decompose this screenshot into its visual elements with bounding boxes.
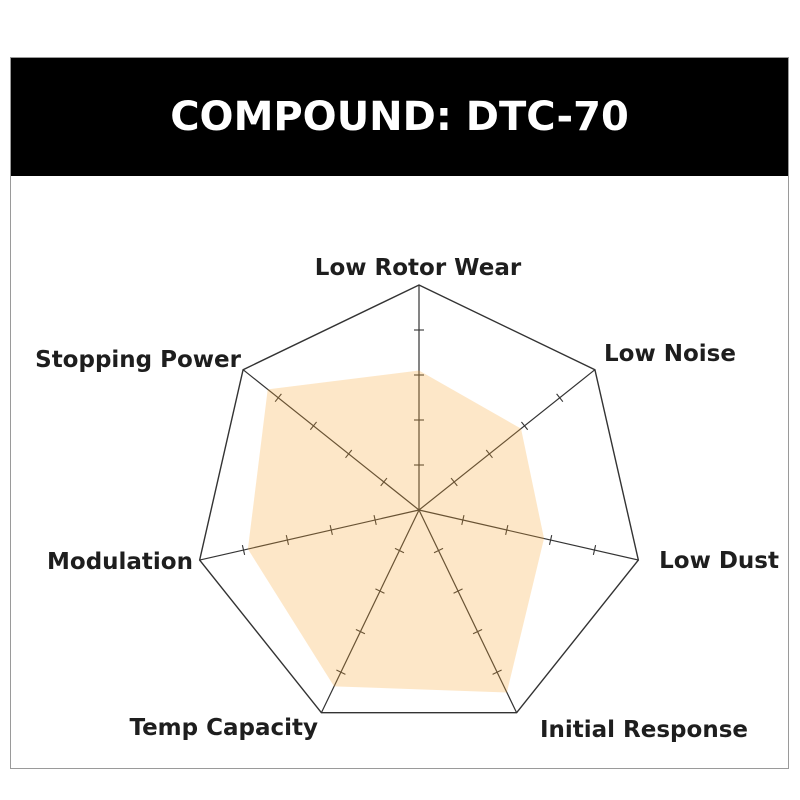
axis-line bbox=[242, 369, 420, 511]
radar-axes bbox=[199, 285, 639, 713]
axis-label-low-rotor-wear: Low Rotor Wear bbox=[315, 255, 522, 281]
axis-line bbox=[418, 509, 639, 561]
axis-tick bbox=[592, 545, 597, 556]
axis-tick bbox=[505, 525, 509, 536]
axis-label-modulation: Modulation bbox=[47, 549, 193, 575]
axis-tick bbox=[433, 547, 444, 554]
axis-label-low-dust: Low Dust bbox=[659, 548, 779, 574]
axis-line bbox=[418, 369, 596, 511]
axis-tick bbox=[394, 547, 405, 554]
radar-data-area bbox=[247, 370, 545, 693]
chart-header: COMPOUND: DTC-70 bbox=[11, 58, 788, 176]
axis-tick bbox=[492, 669, 502, 675]
axis-tick bbox=[329, 525, 333, 536]
axis-tick bbox=[461, 515, 465, 526]
radar-outer-heptagon bbox=[198, 284, 640, 714]
axis-tick bbox=[285, 535, 290, 546]
axis-tick bbox=[380, 477, 388, 487]
axis-line bbox=[199, 509, 420, 561]
axis-tick bbox=[309, 421, 318, 431]
axis-tick bbox=[375, 588, 385, 594]
axis-tick bbox=[345, 449, 353, 459]
chart-title: COMPOUND: DTC-70 bbox=[170, 94, 629, 140]
axis-label-low-noise: Low Noise bbox=[604, 341, 736, 367]
outer-heptagon bbox=[198, 284, 640, 714]
axis-tick bbox=[556, 393, 564, 403]
axis-label-initial-response: Initial Response bbox=[540, 717, 748, 743]
chart-card: COMPOUND: DTC-70 bbox=[10, 57, 789, 769]
axis-line bbox=[418, 509, 518, 713]
axis-label-temp-capacity: Temp Capacity bbox=[129, 715, 318, 741]
axis-tick bbox=[355, 628, 366, 635]
series-area bbox=[247, 370, 545, 693]
axis-label-stopping-power: Stopping Power bbox=[35, 347, 242, 373]
axis-tick bbox=[274, 393, 282, 403]
axis-tick bbox=[336, 669, 346, 675]
axis-tick bbox=[453, 588, 463, 594]
axis-tick bbox=[373, 515, 377, 526]
axis-tick bbox=[450, 477, 458, 487]
axis-tick bbox=[548, 535, 553, 546]
axis-tick bbox=[485, 449, 493, 459]
axis-tick bbox=[520, 421, 529, 431]
radar-axis-labels: Low Rotor Wear Low Noise Low Dust Initia… bbox=[35, 255, 779, 743]
axis-line bbox=[320, 509, 420, 713]
axis-tick bbox=[472, 628, 483, 635]
axis-tick bbox=[241, 545, 246, 556]
